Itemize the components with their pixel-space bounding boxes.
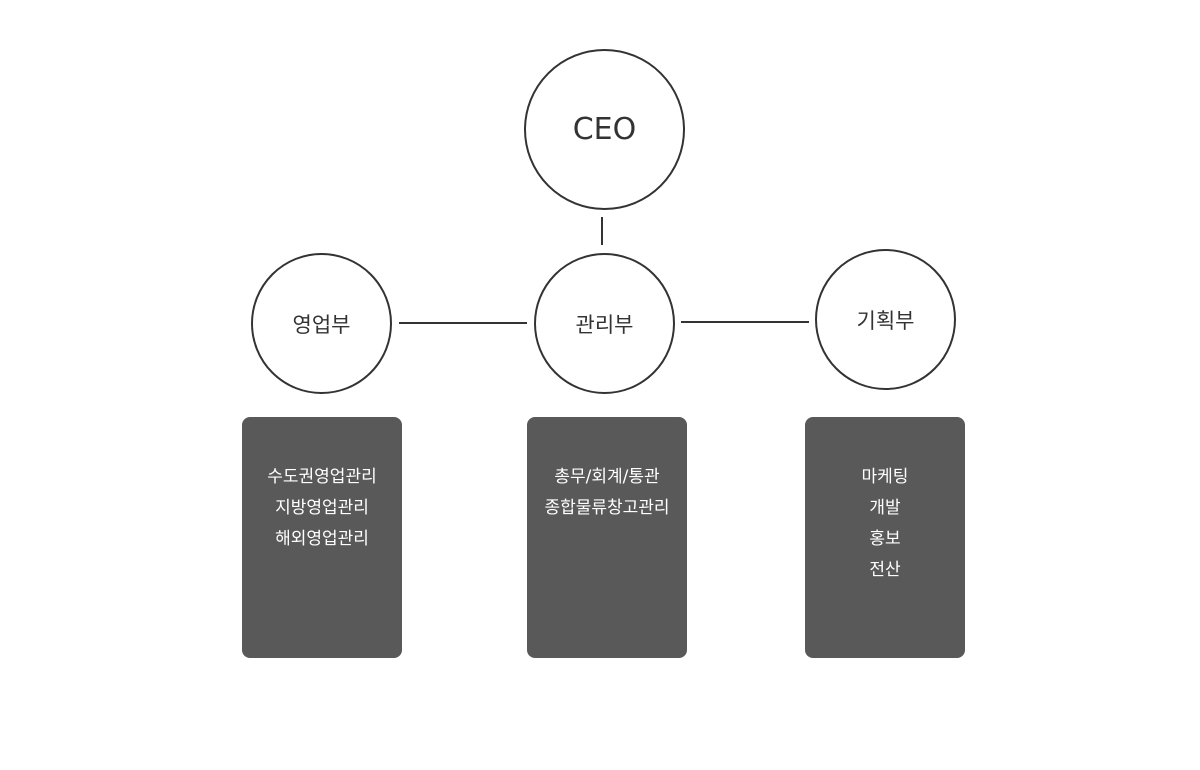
- dept-label-planning: 기획부: [856, 308, 915, 333]
- task-item: 해외영업관리: [275, 529, 369, 549]
- ceo-label: CEO: [572, 112, 637, 147]
- task-box-sales: 수도권영업관리 지방영업관리 해외영업관리: [242, 417, 402, 658]
- task-item: 총무/회계/통관: [554, 467, 660, 487]
- dept-node-planning: 기획부: [815, 249, 956, 390]
- task-item: 전산: [869, 560, 901, 580]
- connector-ceo-admin: [601, 217, 603, 245]
- task-item: 개발: [869, 498, 901, 518]
- connector-admin-planning: [681, 321, 809, 323]
- dept-node-sales: 영업부: [251, 253, 392, 394]
- task-box-planning: 마케팅 개발 홍보 전산: [805, 417, 965, 658]
- task-item: 지방영업관리: [275, 498, 369, 518]
- connector-sales-admin: [399, 322, 527, 324]
- ceo-node: CEO: [524, 49, 685, 210]
- dept-label-admin: 관리부: [575, 312, 634, 337]
- task-item: 마케팅: [861, 467, 909, 487]
- dept-label-sales: 영업부: [292, 312, 351, 337]
- task-box-admin: 총무/회계/통관 종합물류창고관리: [527, 417, 687, 658]
- task-item: 종합물류창고관리: [544, 498, 670, 518]
- task-item: 수도권영업관리: [267, 467, 377, 487]
- task-item: 홍보: [869, 529, 901, 549]
- dept-node-admin: 관리부: [534, 253, 675, 394]
